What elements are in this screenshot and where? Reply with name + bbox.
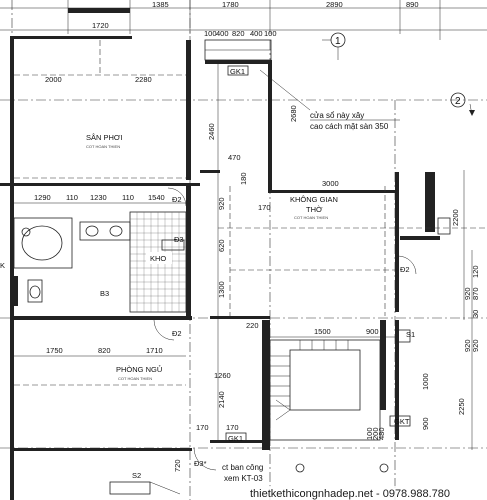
gk1-top: GK1 [204, 39, 272, 76]
svg-text:COT HOAN THIEN: COT HOAN THIEN [294, 215, 328, 220]
note-window-line2: cao cách mặt sàn 350 [310, 122, 389, 131]
tag-s2: S2 [132, 471, 141, 480]
svg-text:GK1: GK1 [230, 67, 245, 76]
dim-870: 870 [471, 287, 480, 300]
axis-marker-1: 1 [322, 32, 346, 60]
room-label-khong-gian: KHÔNG GIAN [290, 195, 338, 204]
dim-480: 480 [377, 427, 386, 440]
room-label-tho: THỜ [306, 205, 323, 214]
dim-1500: 1500 [314, 327, 331, 336]
tag-gkt: GKT [394, 417, 410, 426]
dim-1300: 1300 [217, 281, 226, 298]
room-label-kho: KHO [150, 254, 166, 263]
dim-900a: 900 [366, 327, 379, 336]
tag-gk1-bottom: GK1 [228, 434, 243, 443]
middle-vertical-dims: 2460 2680 470 180 920 620 1300 1260 2140 [207, 60, 298, 440]
dim-2680: 2680 [289, 105, 298, 122]
dim-220: 220 [246, 321, 259, 330]
dim-2250: 2250 [457, 398, 466, 415]
dim-30: 30 [471, 310, 480, 318]
dim-1710: 1710 [146, 346, 163, 355]
tag-s1: S1 [406, 330, 415, 339]
dim-2140: 2140 [217, 391, 226, 408]
stair: 220 1500 900 S1 GKT 200 100 480 920 [246, 287, 472, 441]
dim-920-r2: 920 [471, 339, 480, 352]
note-balcony-line2: xem KT-03 [224, 474, 263, 483]
dim-110b: 110 [122, 193, 134, 202]
dim-top-1720: 1720 [92, 21, 109, 30]
dim-900b: 900 [421, 417, 430, 430]
dim-820b: 820 [98, 346, 111, 355]
dim-top-400a: 400 [216, 29, 229, 38]
dim-720: 720 [173, 459, 182, 472]
dim-120: 120 [471, 265, 480, 278]
dim-1260: 1260 [214, 371, 231, 380]
watermark-text: thietkethicongnhadep.net - 0978.988.780 [250, 488, 450, 500]
dim-3000: 3000 [322, 179, 339, 188]
top-dimension-chain: 1720 1385 1780 2890 890 100 400 820 400 … [0, 0, 487, 40]
kho-tiles: KHO Đ3 Đ2 [129, 187, 187, 313]
phong-ngu: 1750 820 1710 PHÒNG NGỦ COT HOAN THIEN Đ… [14, 319, 186, 386]
dim-top-1385: 1385 [152, 0, 169, 9]
right-vertical-dims: 120 870 30 920 920 2250 1000 900 [421, 250, 480, 450]
tag-d2-mid: Đ2 [172, 329, 182, 338]
exterior-walls [0, 8, 435, 500]
tag-b3: B3 [100, 289, 109, 298]
tag-d3: Đ3 [174, 235, 184, 244]
dim-top-890: 890 [406, 0, 419, 9]
room-label-phong-ngu: PHÒNG NGỦ [116, 365, 162, 374]
dim-620: 620 [217, 239, 226, 252]
dim-top-820: 820 [232, 29, 245, 38]
dim-top-100a: 100 [204, 29, 217, 38]
bathroom: 1290 110 1230 110 1540 K B3 [0, 193, 186, 306]
dim-920-stair: 920 [463, 287, 472, 300]
dim-110a: 110 [66, 193, 78, 202]
dim-top-100b: 100 [264, 29, 277, 38]
axis-marker-2: 2 [450, 92, 475, 116]
dim-top-2890: 2890 [326, 0, 343, 9]
dim-2200: 2200 [451, 209, 460, 226]
watermark: thietkethicongnhadep.net - 0978.988.780 [248, 486, 487, 500]
dim-170b: 170 [196, 423, 209, 432]
note-window-line1: cửa sổ này xây [310, 111, 364, 120]
tag-d2a: Đ2 [400, 265, 410, 274]
dim-1000: 1000 [421, 373, 430, 390]
khong-gian-tho: 3000 170 KHÔNG GIAN THỜ COT HOAN THIEN Đ… [218, 170, 487, 320]
dim-1750: 1750 [46, 346, 63, 355]
dim-100: 100 [365, 427, 374, 440]
dim-top-1780: 1780 [222, 0, 239, 9]
svg-text:COT HOAN THIEN: COT HOAN THIEN [86, 144, 120, 149]
tag-d2-top: Đ2 [172, 195, 182, 204]
dim-920-r1: 920 [463, 339, 472, 352]
dim-top-400b: 400 [250, 29, 263, 38]
svg-text:1: 1 [335, 36, 341, 47]
dim-180: 180 [239, 172, 248, 185]
svg-text:2: 2 [455, 96, 461, 107]
room-label-san-phoi: SÂN PHƠI [86, 133, 122, 142]
dim-1230: 1230 [90, 193, 107, 202]
window-note: cửa sổ này xây cao cách mặt sàn 350 [259, 69, 400, 131]
dim-2460: 2460 [207, 123, 216, 140]
dim-2280: 2280 [135, 75, 152, 84]
dim-1290: 1290 [34, 193, 51, 202]
dim-2000: 2000 [45, 75, 62, 84]
note-balcony-line1: ct ban công [222, 463, 263, 472]
bottom-area: 170 170 GK1 720 Đ3* ct ban công xem KT-0… [109, 423, 389, 495]
dim-170a: 170 [258, 203, 271, 212]
svg-text:COT HOAN THIEN: COT HOAN THIEN [118, 376, 152, 381]
dim-1540: 1540 [148, 193, 165, 202]
dim-470: 470 [228, 153, 241, 162]
dim-920a: 920 [217, 197, 226, 210]
dim-170c: 170 [226, 423, 239, 432]
san-phoi-area: SÂN PHƠI COT HOAN THIEN 2000 2280 [14, 40, 186, 179]
room-label-k: K [0, 261, 5, 270]
dim-200: 200 [371, 427, 380, 440]
